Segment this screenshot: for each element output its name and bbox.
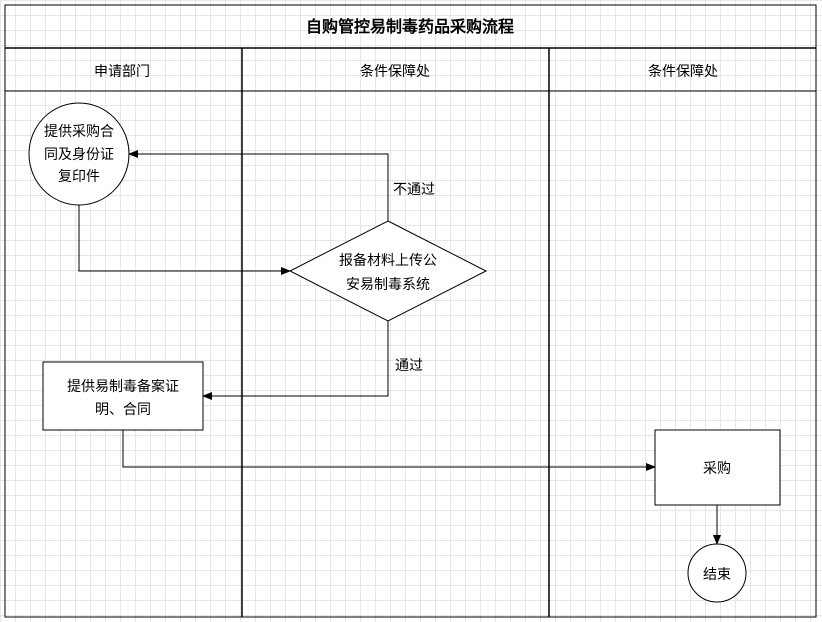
lane-header-support-1: 条件保障处 <box>360 63 430 80</box>
edge-certificate-to-purchase <box>122 430 656 471</box>
node-upload-decision-shape <box>288 220 488 322</box>
node-purchase-label: 采购 <box>703 461 731 477</box>
edge-contract-to-decision <box>78 205 291 275</box>
edge-label-fail: 不通过 <box>393 182 435 198</box>
node-provide-contract-line-2: 同及身份证 <box>44 147 114 163</box>
node-provide-certificate-shape <box>42 361 204 431</box>
node-upload-decision: 报备材料上传公 安易制毒系统 <box>288 220 488 322</box>
edge-label-pass: 通过 <box>395 358 423 374</box>
node-upload-decision-line-1: 报备材料上传公 <box>339 252 437 269</box>
diagram-frame <box>4 4 817 618</box>
node-end: 结束 <box>687 543 747 603</box>
lane-header-applicant: 申请部门 <box>94 64 150 80</box>
node-provide-contract-line-3: 复印件 <box>58 168 100 185</box>
node-end-label: 结束 <box>703 567 731 583</box>
node-provide-certificate-line-1: 提供易制毒备案证 <box>67 378 179 395</box>
node-provide-certificate: 提供易制毒备案证 明、合同 <box>42 361 204 431</box>
lane-header-support-2: 条件保障处 <box>648 63 718 80</box>
node-provide-contract-line-1: 提供采购合 <box>44 124 114 140</box>
node-purchase: 采购 <box>654 429 781 506</box>
edge-decision-fail-to-contract <box>128 150 389 221</box>
node-upload-decision-line-2: 安易制毒系统 <box>346 277 430 293</box>
edge-decision-pass-to-certificate <box>202 321 389 400</box>
node-provide-contract: 提供采购合 同及身份证 复印件 <box>28 102 130 206</box>
diagram-title: 自购管控易制毒药品采购流程 <box>306 17 514 36</box>
node-provide-certificate-line-2: 明、合同 <box>95 402 151 418</box>
